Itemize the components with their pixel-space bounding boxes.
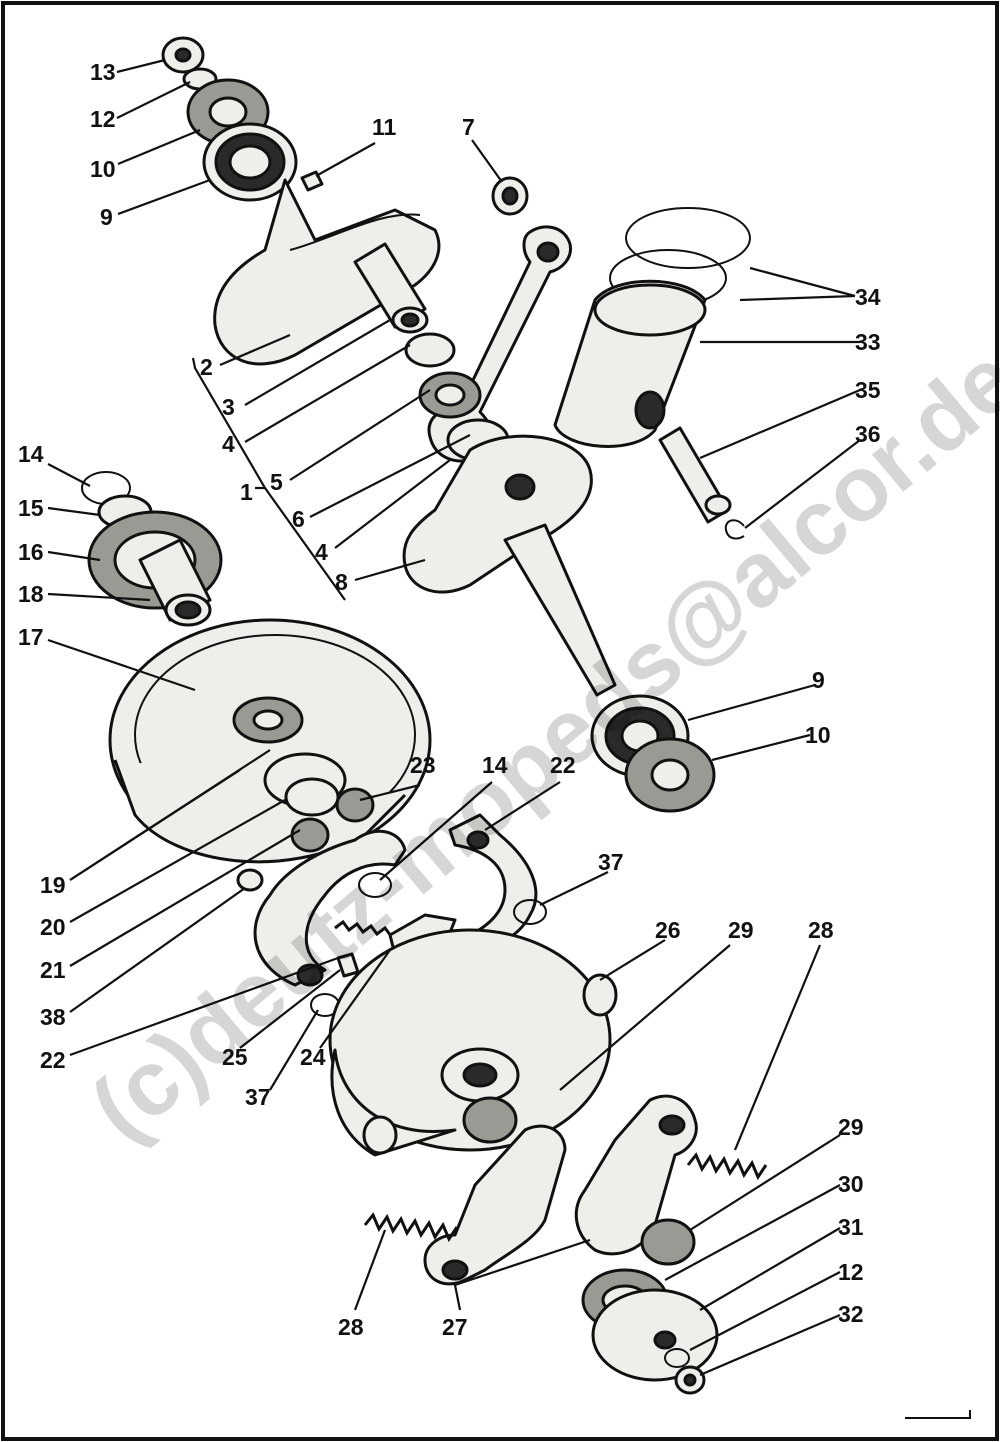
label-14-top: 14 — [18, 441, 44, 467]
label-35: 35 — [855, 377, 881, 403]
label-26: 26 — [655, 917, 681, 943]
scale-mark — [905, 1410, 971, 1419]
felt-block-29 — [640, 1218, 696, 1266]
label-25: 25 — [222, 1044, 248, 1070]
crank-web-2 — [213, 178, 441, 366]
label-11: 11 — [372, 114, 397, 140]
thrust-washer-4-upper — [404, 332, 456, 368]
label-9-top: 9 — [100, 204, 113, 230]
circlip-37-right — [513, 899, 547, 925]
sleeve-18 — [138, 538, 212, 627]
label-7: 7 — [462, 114, 475, 140]
clutch-shoe-left — [253, 829, 407, 987]
label-34: 34 — [855, 284, 881, 310]
label-36: 36 — [855, 421, 881, 447]
weight-right-27 — [574, 1094, 698, 1256]
label-15: 15 — [18, 495, 44, 521]
label-24: 24 — [300, 1044, 326, 1070]
weight-left-27 — [423, 1124, 567, 1286]
label-37-right: 37 — [598, 849, 624, 875]
label-21: 21 — [40, 957, 66, 983]
ball-bearing-9-top — [202, 122, 298, 202]
spring-28-left — [363, 1212, 459, 1243]
label-10-lower: 10 — [805, 722, 831, 748]
anchor-plate-26 — [328, 928, 618, 1157]
label-6: 6 — [292, 506, 305, 532]
pin-38 — [236, 868, 264, 892]
label-23: 23 — [410, 752, 436, 778]
label-31: 31 — [838, 1214, 864, 1240]
label-14-mid: 14 — [482, 752, 508, 778]
ring-20 — [263, 752, 347, 817]
label-4-lower: 4 — [315, 539, 328, 565]
label-3: 3 — [222, 394, 235, 420]
nut-13 — [161, 36, 205, 74]
label-1: 1 — [240, 479, 253, 505]
label-8: 8 — [335, 569, 348, 595]
label-37-left: 37 — [245, 1084, 271, 1110]
label-29-lower: 29 — [838, 1114, 864, 1140]
label-9-lower: 9 — [812, 667, 825, 693]
label-33: 33 — [855, 329, 881, 355]
washer-12-bottom — [664, 1348, 690, 1368]
circlip-36 — [724, 519, 745, 540]
part-labels: 13 12 10 9 11 7 2 3 4 1 5 6 4 8 34 33 35… — [18, 59, 881, 1340]
crankpin-3 — [353, 242, 429, 334]
crankshaft-stub — [503, 523, 617, 697]
nut-7 — [491, 176, 529, 216]
label-2: 2 — [200, 354, 213, 380]
seal-ring-10-lower — [624, 737, 716, 813]
label-22-right: 22 — [550, 752, 576, 778]
label-20: 20 — [40, 914, 66, 940]
label-12-top: 12 — [90, 106, 116, 132]
label-13: 13 — [90, 59, 116, 85]
label-32: 32 — [838, 1301, 864, 1327]
label-29-upper: 29 — [728, 917, 754, 943]
circlip-14-mid — [358, 872, 392, 898]
piston-33 — [553, 279, 707, 448]
nut-32 — [674, 1365, 706, 1395]
spring-28-right — [686, 1152, 768, 1181]
label-28-left: 28 — [338, 1314, 364, 1340]
label-18: 18 — [18, 581, 44, 607]
label-12-bottom: 12 — [838, 1259, 864, 1285]
leader-lines — [47, 58, 861, 1377]
cover-31 — [591, 1288, 719, 1382]
label-27: 27 — [442, 1314, 468, 1340]
label-4-upper: 4 — [222, 431, 235, 457]
piston-pin-35 — [658, 426, 732, 524]
label-22-left: 22 — [40, 1047, 66, 1073]
label-19: 19 — [40, 872, 66, 898]
label-30: 30 — [838, 1171, 864, 1197]
label-28-right: 28 — [808, 917, 834, 943]
needle-bearing-6 — [418, 371, 482, 419]
label-38: 38 — [40, 1004, 66, 1030]
label-10-top: 10 — [90, 156, 116, 182]
bushing-19 — [232, 696, 304, 744]
label-17: 17 — [18, 624, 44, 650]
label-5: 5 — [270, 469, 283, 495]
label-16: 16 — [18, 539, 44, 565]
